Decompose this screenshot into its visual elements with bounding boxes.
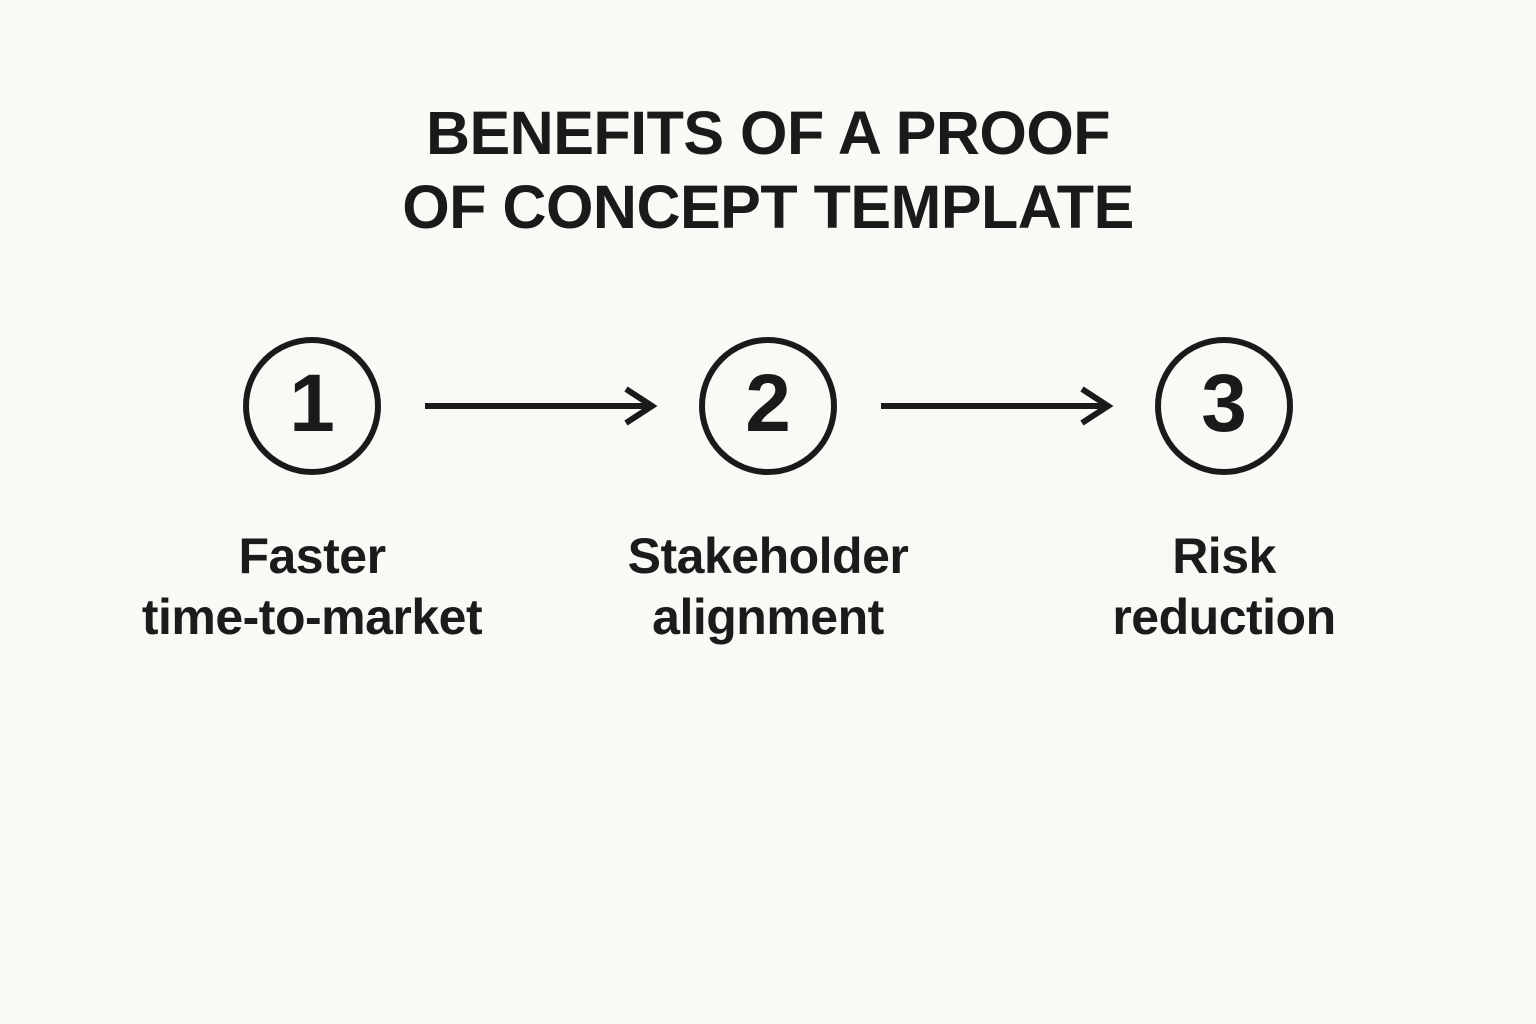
step-label-2-line-1: Stakeholder — [627, 528, 909, 584]
arrow-right-icon — [881, 386, 1114, 426]
step-label-2-line-2: alignment — [652, 589, 884, 645]
page-title: BENEFITS OF A PROOF OF CONCEPT TEMPLATE — [0, 96, 1536, 244]
step-circle-1: 1 — [243, 337, 381, 475]
step-number-3: 3 — [1201, 358, 1247, 449]
step-label-3: Risk reduction — [1004, 526, 1444, 648]
step-label-1: Faster time-to-market — [92, 526, 532, 648]
step-label-1-line-1: Faster — [238, 528, 386, 584]
title-line-1: BENEFITS OF A PROOF — [425, 99, 1111, 167]
step-number-1: 1 — [289, 358, 335, 449]
arrow-right-icon — [425, 386, 658, 426]
step-label-2: Stakeholder alignment — [548, 526, 988, 648]
step-circle-2: 2 — [699, 337, 837, 475]
step-number-2: 2 — [745, 358, 791, 449]
title-line-2: OF CONCEPT TEMPLATE — [402, 173, 1134, 241]
step-label-3-line-1: Risk — [1172, 528, 1276, 584]
step-label-1-line-2: time-to-market — [141, 589, 483, 645]
step-label-3-line-2: reduction — [1112, 589, 1336, 645]
step-circle-3: 3 — [1155, 337, 1293, 475]
